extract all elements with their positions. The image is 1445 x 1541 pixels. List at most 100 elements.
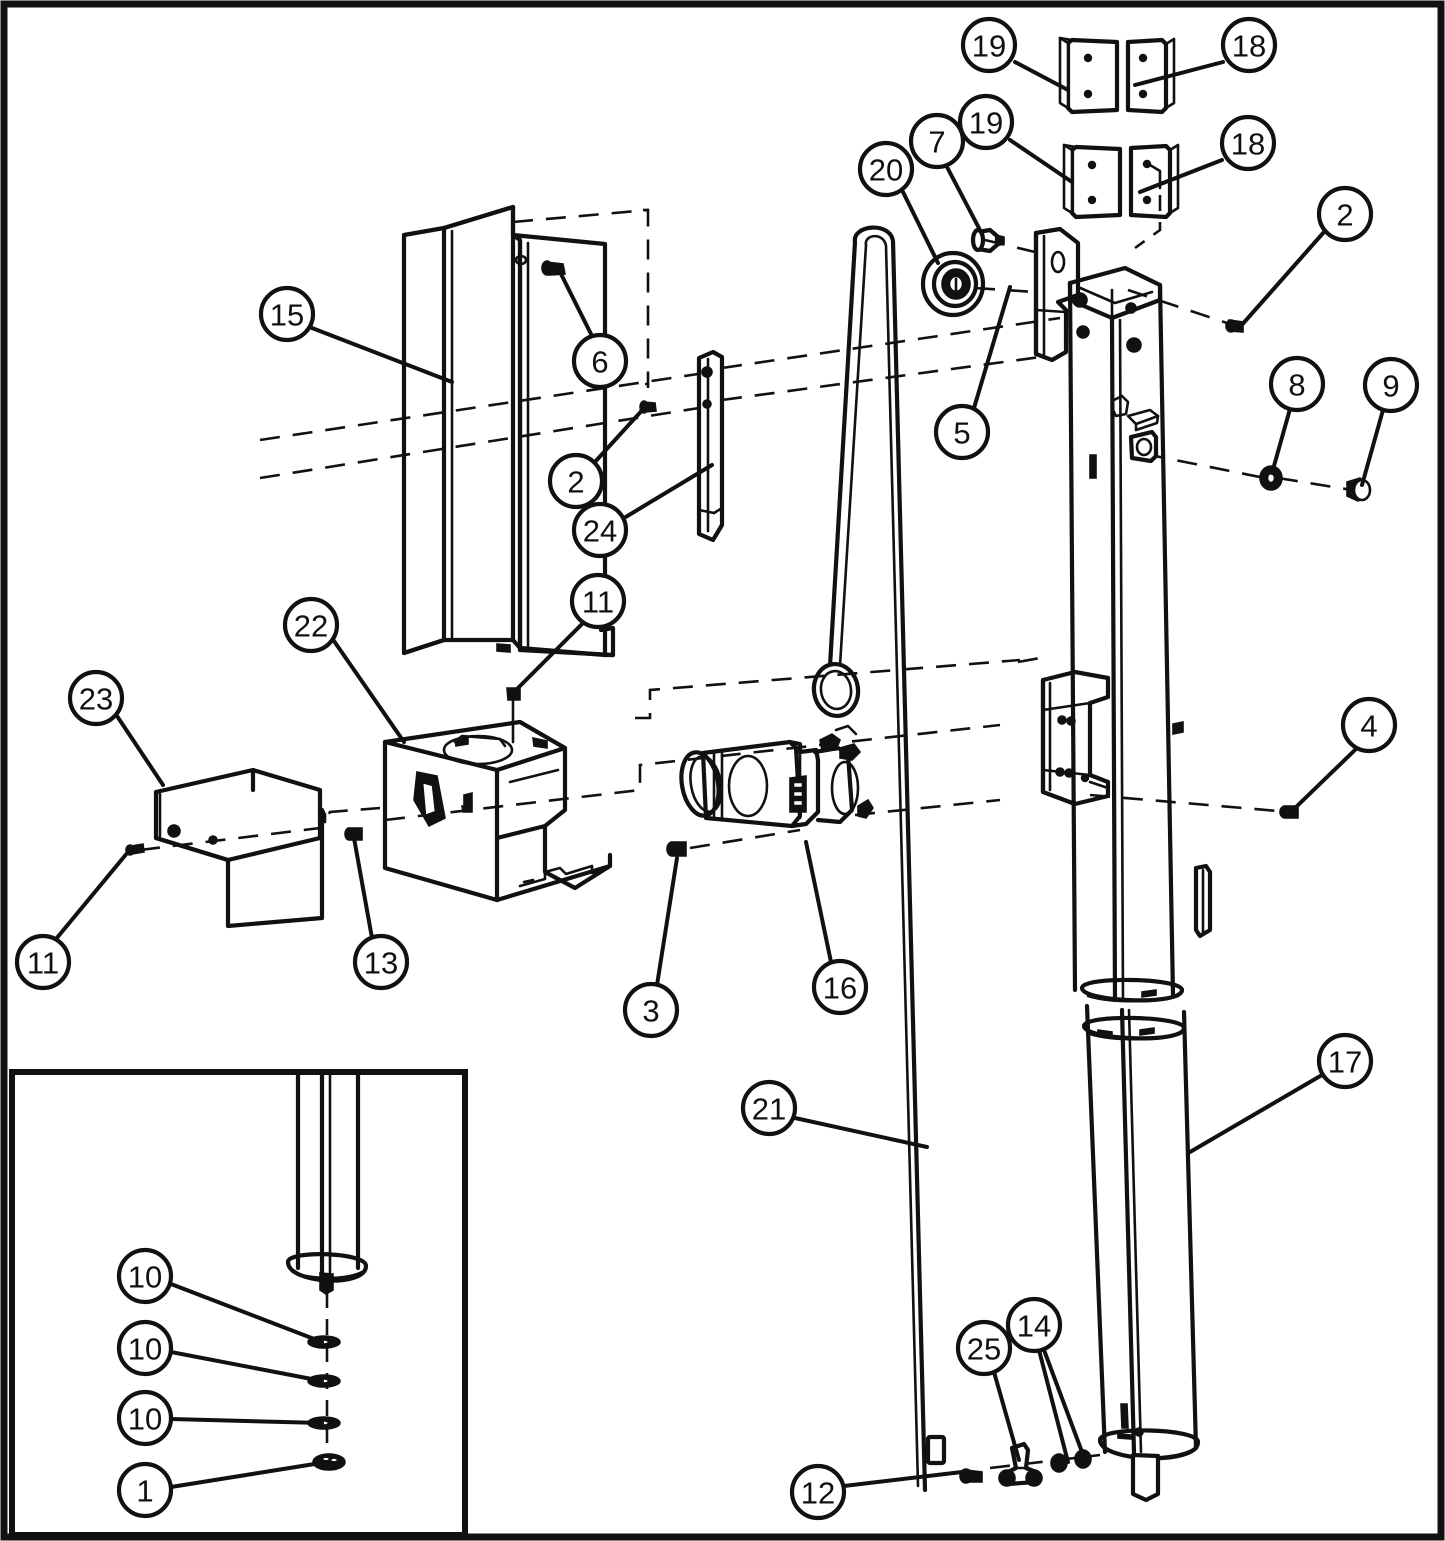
callout-10-first-leader	[169, 1282, 324, 1344]
callout-3-bubble[interactable]	[622, 981, 680, 1039]
mast-column-17	[1040, 265, 1213, 1503]
callout-10-first[interactable]: 10	[116, 1247, 174, 1305]
callout-18-upper[interactable]: 18	[1220, 16, 1278, 74]
callout-15[interactable]: 15	[258, 285, 316, 343]
callout-10-third-bubble[interactable]	[116, 1389, 174, 1447]
callout-23[interactable]: 23	[67, 669, 125, 727]
callout-22-leader	[332, 639, 406, 744]
callout-17-leader	[1188, 1073, 1324, 1154]
callout-11-upper-bubble[interactable]	[569, 572, 627, 630]
callout-13[interactable]: 13	[352, 933, 410, 991]
callout-15-bubble[interactable]	[258, 285, 316, 343]
callout-7[interactable]: 7	[908, 112, 966, 170]
callout-16-leader	[804, 840, 833, 964]
callout-24-bubble[interactable]	[571, 501, 629, 559]
callout-16[interactable]: 16	[811, 958, 869, 1016]
motor-assembly-16	[679, 724, 874, 829]
callout-2-top-right[interactable]: 2	[1316, 185, 1374, 243]
callout-25[interactable]: 25	[955, 1319, 1013, 1377]
callout-14-leader	[1037, 1348, 1070, 1464]
callout-4[interactable]: 4	[1340, 696, 1398, 754]
callout-24-leader	[622, 463, 714, 520]
callout-10-third[interactable]: 10	[116, 1389, 174, 1447]
callout-18-upper-bubble[interactable]	[1220, 16, 1278, 74]
callout-19-upper-bubble[interactable]	[960, 16, 1018, 74]
callout-17-bubble[interactable]	[1316, 1032, 1374, 1090]
callout-14-second-lead-leader	[1042, 1348, 1087, 1462]
callout-20[interactable]: 20	[857, 140, 915, 198]
callout-5[interactable]: 5	[933, 403, 991, 461]
callout-1-bubble[interactable]	[116, 1461, 174, 1519]
callout-21-bubble[interactable]	[740, 1079, 798, 1137]
screw-11-upper	[506, 687, 521, 744]
callout-14[interactable]: 14	[1005, 1296, 1063, 1354]
callout-20-bubble[interactable]	[857, 140, 915, 198]
callout-2-mid-leader	[592, 404, 648, 465]
callout-13-leader	[352, 836, 374, 940]
callout-19-lower-leader	[1008, 138, 1074, 184]
callout-2-top-right-bubble[interactable]	[1316, 185, 1374, 243]
callout-7-bubble[interactable]	[908, 112, 966, 170]
callout-19-lower-bubble[interactable]	[957, 93, 1015, 151]
callout-5-bubble[interactable]	[933, 403, 991, 461]
callout-10-second-leader	[169, 1350, 324, 1383]
callout-9[interactable]: 9	[1362, 356, 1420, 414]
callout-6-bubble[interactable]	[571, 332, 629, 390]
callout-10-first-bubble[interactable]	[116, 1247, 174, 1305]
callout-13-bubble[interactable]	[352, 933, 410, 991]
callout-10-second[interactable]: 10	[116, 1319, 174, 1377]
callout-22[interactable]: 22	[282, 596, 340, 654]
nut-9	[1346, 477, 1372, 502]
callout-12-bubble[interactable]	[789, 1463, 847, 1521]
callout-16-bubble[interactable]	[811, 958, 869, 1016]
callout-1-leader	[169, 1460, 329, 1489]
callout-18-lower-bubble[interactable]	[1219, 114, 1277, 172]
callout-6-leader	[556, 266, 594, 338]
screw-13	[344, 827, 363, 841]
callout-10-second-bubble[interactable]	[116, 1319, 174, 1377]
callout-11-lower[interactable]: 11	[14, 933, 72, 991]
callout-19-lower[interactable]: 19	[957, 93, 1015, 151]
drive-belt-loop	[811, 225, 947, 1493]
callout-22-bubble[interactable]	[282, 596, 340, 654]
callout-4-bubble[interactable]	[1340, 696, 1398, 754]
callout-8-leader	[1270, 407, 1292, 475]
screw-3	[666, 841, 687, 857]
callout-23-bubble[interactable]	[67, 669, 125, 727]
callout-18-lower[interactable]: 18	[1219, 114, 1277, 172]
callout-25-leader	[992, 1370, 1021, 1462]
callout-8[interactable]: 8	[1268, 355, 1326, 413]
callout-11-upper[interactable]: 11	[569, 572, 627, 630]
callout-11-lower-leader	[54, 850, 130, 941]
callout-9-bubble[interactable]	[1362, 356, 1420, 414]
callout-24[interactable]: 24	[571, 501, 629, 559]
callout-19-upper[interactable]: 19	[960, 16, 1018, 74]
callout-10-third-leader	[169, 1417, 324, 1425]
callout-12[interactable]: 12	[789, 1463, 847, 1521]
callout-3-leader	[655, 856, 679, 987]
callout-25-bubble[interactable]	[955, 1319, 1013, 1377]
detail-inset-panel	[9, 1069, 468, 1538]
screw-4	[1279, 805, 1299, 819]
callout-9-leader	[1360, 408, 1385, 487]
callout-11-lower-bubble[interactable]	[14, 933, 72, 991]
callout-17[interactable]: 17	[1316, 1032, 1374, 1090]
callout-2-mid[interactable]: 2	[547, 452, 605, 510]
mast-top-plate	[1033, 226, 1090, 363]
callout-21[interactable]: 21	[740, 1079, 798, 1137]
callout-8-bubble[interactable]	[1268, 355, 1326, 413]
callout-6[interactable]: 6	[571, 332, 629, 390]
callout-14-bubble[interactable]	[1005, 1296, 1063, 1354]
rail-strip-24	[259, 316, 1061, 543]
bracket-pair-upper	[1058, 36, 1176, 115]
callout-2-mid-bubble[interactable]	[547, 452, 605, 510]
callout-4-leader	[1292, 746, 1359, 811]
callout-3[interactable]: 3	[622, 981, 680, 1039]
callout-7-leader	[945, 165, 982, 232]
callout-23-leader	[115, 714, 165, 787]
callout-1[interactable]: 1	[116, 1461, 174, 1519]
electrical-box-23	[153, 767, 327, 929]
